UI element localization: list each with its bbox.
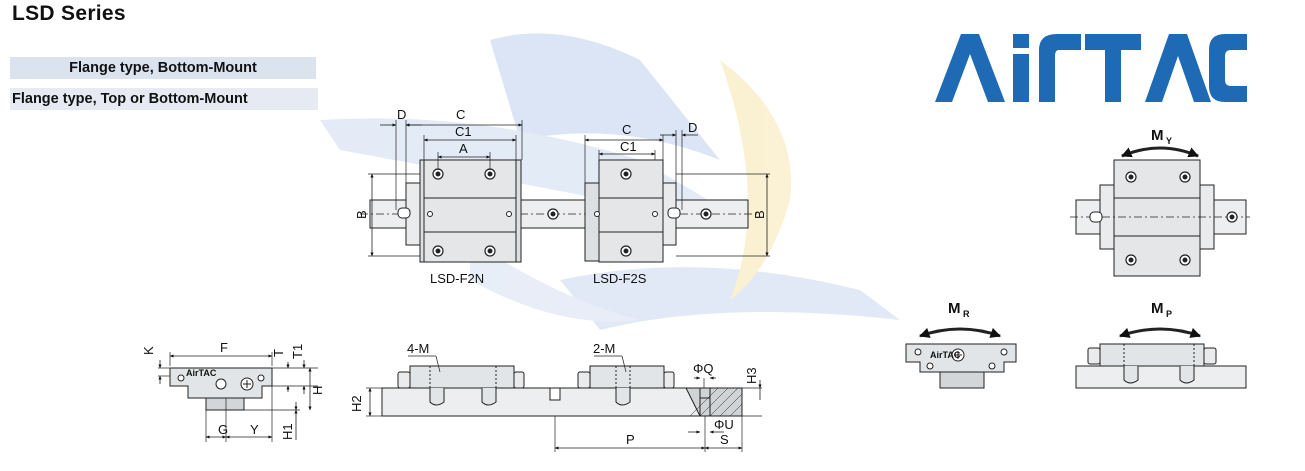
dim-b-right: B — [752, 210, 767, 219]
series-title: LSD Series — [12, 2, 126, 25]
dim-b-left: B — [354, 210, 369, 219]
carriage-lsd-f2n — [397, 159, 522, 263]
band-bottom-mount: Flange type, Bottom-Mount — [10, 57, 316, 79]
side-carriage-right — [577, 365, 675, 406]
moment-my-sub: Y — [1166, 136, 1172, 146]
dim-g: G — [218, 422, 228, 437]
band-top-or-bottom-mount: Flange type, Top or Bottom-Mount — [10, 88, 318, 110]
end-view — [158, 352, 318, 442]
top-view-labels: D C C1 A B D C C1 B LSD-F2N LSD-F2S — [354, 107, 767, 286]
moment-my-diagram — [1070, 146, 1250, 277]
dim-u: ΦU — [714, 417, 734, 432]
dim-h2: H2 — [349, 395, 364, 412]
moment-mp-diagram — [1075, 327, 1247, 389]
dim-2m: 2-M — [593, 341, 615, 356]
side-view — [366, 355, 762, 452]
dim-c-right: C — [622, 122, 631, 137]
dim-d-left: D — [397, 107, 406, 122]
carriage-lsd-f2s — [584, 159, 681, 263]
dim-t: T — [271, 349, 286, 357]
side-view-labels: 4-M 2-M ΦQ H3 H2 P ΦU S — [349, 341, 759, 447]
moment-mp-sub: P — [1166, 309, 1172, 319]
end-view-logo: AirTAC — [186, 368, 217, 378]
end-view-labels: AirTAC F K T T1 H H1 G Y — [141, 340, 325, 440]
dim-k: K — [141, 346, 156, 355]
moment-mp-main: M — [1151, 300, 1164, 317]
dim-p: P — [626, 432, 635, 447]
dim-c-left: C — [456, 107, 465, 122]
dim-f: F — [220, 340, 228, 355]
dim-y: Y — [250, 422, 259, 437]
model-label-right: LSD-F2S — [593, 271, 647, 286]
moment-mr-sub: R — [963, 309, 970, 319]
dim-h1: H1 — [280, 423, 295, 440]
top-view — [360, 120, 770, 263]
watermark — [320, 33, 900, 330]
dim-a: A — [459, 141, 468, 156]
moment-logo: AirTAC — [930, 350, 961, 360]
dim-t1: T1 — [290, 344, 305, 359]
dim-s: S — [720, 432, 729, 447]
model-label-left: LSD-F2N — [430, 271, 484, 286]
dim-q: ΦQ — [693, 361, 713, 376]
moment-mr-main: M — [948, 300, 961, 317]
dim-c1-right: C1 — [620, 139, 637, 154]
side-carriage-left — [397, 365, 525, 406]
moment-mr-diagram — [905, 327, 1017, 389]
dim-h: H — [310, 386, 325, 395]
dim-c1-left: C1 — [455, 124, 472, 139]
dim-4m: 4-M — [407, 341, 429, 356]
dim-h3: H3 — [744, 367, 759, 384]
airtac-logo — [935, 34, 1247, 102]
moment-my-main: M — [1151, 127, 1164, 144]
dim-d-right: D — [688, 120, 697, 135]
